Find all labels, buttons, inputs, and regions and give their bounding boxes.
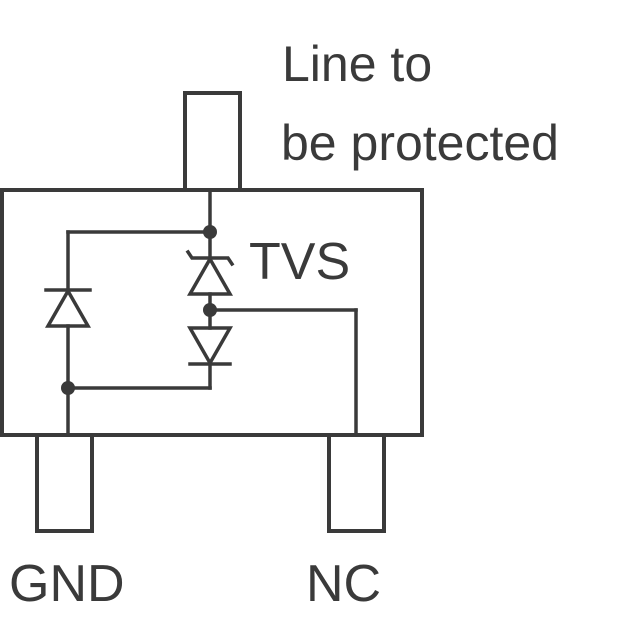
nc-label: NC — [306, 555, 381, 613]
top-pin-label-line2: be protected — [281, 115, 559, 171]
top-pin-label-line1: Line to — [282, 36, 432, 92]
top-pin — [183, 91, 242, 192]
nc-pin — [327, 433, 386, 533]
tvs-zener-diode — [185, 249, 235, 296]
circuit-wires — [66, 188, 358, 437]
steering-diode-right — [186, 326, 234, 367]
component-label: TVS — [249, 233, 350, 291]
junction-dot-middle — [203, 303, 217, 317]
steering-diode-left — [44, 287, 92, 328]
junction-dot-left — [61, 381, 75, 395]
gnd-pin — [35, 433, 94, 533]
junction-dot-top — [203, 225, 217, 239]
gnd-label: GND — [9, 555, 125, 613]
